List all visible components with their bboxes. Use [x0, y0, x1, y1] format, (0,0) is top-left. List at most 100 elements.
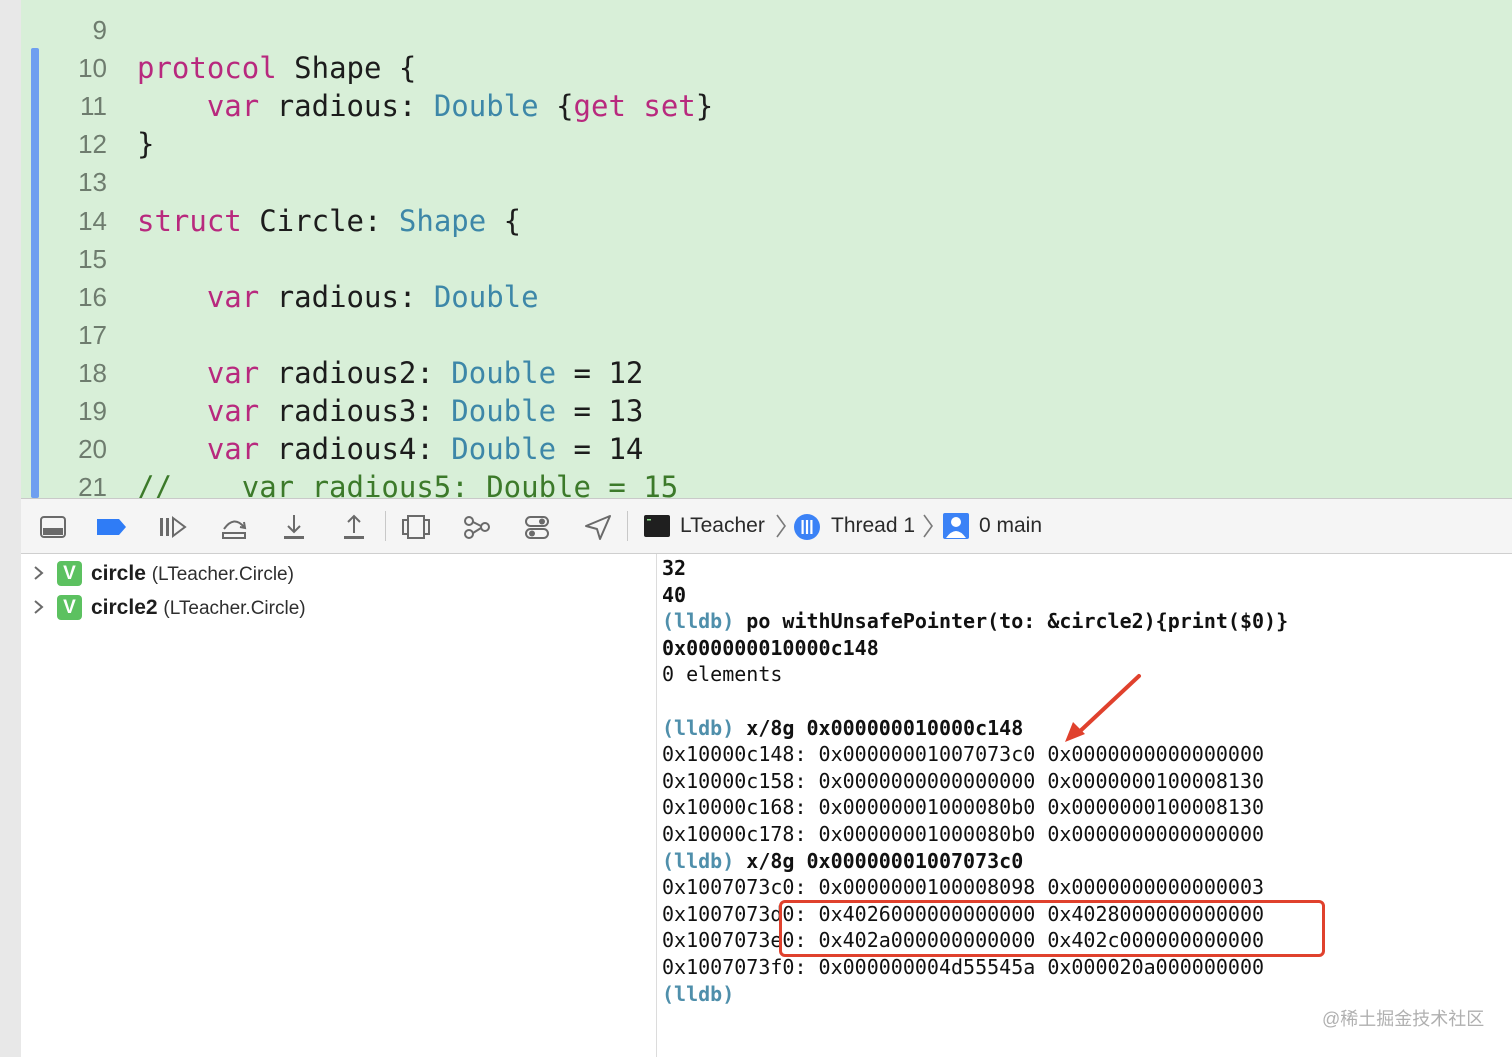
code-token: radious3:: [259, 394, 452, 428]
code-token: = 13: [556, 394, 644, 428]
code-token: [137, 89, 207, 123]
console-text: 0x1007073e0: 0x402a000000000000 0x402c00…: [662, 928, 1265, 953]
toolbar-separator: [385, 511, 386, 541]
type-token: Double: [451, 355, 557, 390]
code-line[interactable]: 12}: [21, 125, 1512, 163]
keyword-token: set: [643, 89, 696, 124]
console-line: 0x10000c178: 0x00000001000080b0 0x000000…: [662, 821, 1264, 848]
code-line[interactable]: 18 var radious2: Double = 12: [21, 354, 1512, 392]
step-into-icon[interactable]: [278, 511, 310, 543]
line-number: 20: [78, 434, 107, 465]
code-token: {: [486, 203, 522, 238]
line-number: 21: [78, 472, 107, 498]
code-line[interactable]: 11 var radious: Double {get set}: [21, 87, 1512, 125]
source-change-bar: [31, 48, 39, 498]
code-token: }: [695, 89, 714, 124]
annotation-highlight-box: [779, 900, 1325, 957]
code-line[interactable]: 16 var radious: Double: [21, 278, 1512, 316]
console-line: (lldb) po withUnsafePointer(to: &circle2…: [662, 608, 1288, 635]
keyword-token: struct: [137, 203, 242, 238]
memory-graph-icon[interactable]: [461, 511, 493, 543]
console-line: 0x10000c148: 0x00000001007073c0 0x000000…: [662, 741, 1264, 768]
watermark: @稀土掘金技术社区: [1322, 1009, 1485, 1029]
keyword-token: var: [206, 432, 260, 467]
console-line: 0x1007073f0: 0x000000004d55545a 0x000020…: [662, 954, 1264, 981]
code-text: var radious4: Double = 14: [137, 430, 644, 468]
stack-frame-user-icon: [943, 513, 969, 539]
code-line[interactable]: 17: [21, 316, 1512, 354]
console-text: po withUnsafePointer(to: &circle2){print…: [734, 609, 1289, 634]
variable-type: (LTeacher.Circle): [163, 598, 306, 619]
breadcrumb-thread[interactable]: Thread 1: [831, 514, 916, 537]
code-line[interactable]: 21// var radious5: Double = 15: [21, 468, 1512, 498]
breadcrumb-frame[interactable]: 0 main: [979, 514, 1043, 537]
code-token: radious4:: [259, 432, 452, 467]
code-token: [137, 280, 207, 314]
window-left-edge: [0, 0, 21, 1057]
type-token: Double: [451, 394, 557, 428]
type-token: Double: [451, 432, 557, 467]
line-number: 14: [78, 205, 107, 236]
hide-debug-area-icon[interactable]: [37, 511, 69, 543]
variable-row[interactable]: V circle2 (LTeacher.Circle): [21, 591, 657, 623]
line-number: 16: [78, 281, 107, 312]
line-number: 13: [78, 167, 107, 198]
keyword-token: var: [206, 355, 260, 390]
code-line[interactable]: 13: [21, 163, 1512, 201]
console-text: x/8g 0x00000001007073c0: [734, 848, 1024, 873]
disclosure-triangle-icon[interactable]: [31, 598, 45, 616]
console-text: 0x10000c158: 0x0000000000000000 0x000000…: [662, 768, 1265, 793]
code-line[interactable]: 15: [21, 240, 1512, 278]
lldb-prompt: (lldb): [662, 981, 735, 1006]
line-number: 9: [92, 15, 107, 45]
disclosure-triangle-icon[interactable]: [31, 564, 45, 582]
keyword-token: protocol: [137, 51, 277, 86]
code-line[interactable]: 19 var radious3: Double = 13: [21, 392, 1512, 430]
console-line: 0x000000010000c148: [662, 635, 879, 662]
toolbar-separator: [627, 511, 628, 541]
console-text: 0x10000c178: 0x00000001000080b0 0x000000…: [662, 822, 1265, 846]
environment-overrides-icon[interactable]: [521, 511, 553, 543]
variable-name: circle2 (LTeacher.Circle): [91, 596, 306, 619]
continue-icon[interactable]: [156, 511, 188, 543]
code-token: Shape {: [276, 51, 417, 86]
console-line: 0x10000c168: 0x00000001000080b0 0x000000…: [662, 794, 1264, 821]
type-token: Double: [433, 279, 539, 314]
console-line: 0x1007073c0: 0x0000000100008098 0x000000…: [662, 874, 1264, 901]
thread-icon: [794, 514, 820, 540]
view-hierarchy-icon[interactable]: [400, 511, 432, 543]
line-number: 18: [78, 357, 107, 388]
breadcrumb-process[interactable]: LTeacher: [680, 514, 765, 537]
step-over-icon[interactable]: [218, 511, 250, 543]
keyword-token: var: [206, 394, 260, 428]
code-token: [137, 432, 207, 466]
console-text: 0x000000010000c148: [662, 635, 879, 660]
code-token: [137, 356, 207, 390]
lldb-prompt: (lldb): [662, 848, 735, 873]
code-token: [137, 394, 207, 428]
step-out-icon[interactable]: [338, 511, 370, 543]
code-token: {: [538, 89, 574, 124]
variable-row[interactable]: V circle (LTeacher.Circle): [21, 557, 657, 589]
console-text: 0x10000c148: 0x00000001007073c0 0x000000…: [662, 742, 1265, 767]
code-token: }: [137, 127, 155, 162]
keyword-token: var: [206, 279, 260, 314]
lldb-prompt: (lldb): [662, 609, 735, 634]
keyword-token: var: [206, 89, 260, 124]
code-line[interactable]: 20 var radious4: Double = 14: [21, 430, 1512, 468]
debug-toolbar: LTeacher Thread 1 0 main: [21, 498, 1512, 554]
console-line: 0x10000c158: 0x0000000000000000 0x000000…: [662, 768, 1264, 795]
console-line: (lldb) x/8g 0x00000001007073c0: [662, 848, 1023, 875]
variable-name: circle (LTeacher.Circle): [91, 562, 294, 585]
console-text: 32: [662, 556, 687, 580]
console-text: 0x1007073f0: 0x000000004d55545a 0x000020…: [662, 955, 1265, 979]
breakpoint-toggle-icon[interactable]: [95, 511, 127, 543]
code-text: var radious3: Double = 13: [137, 392, 644, 430]
code-line[interactable]: 9: [21, 11, 1512, 49]
simulate-location-icon[interactable]: [582, 511, 614, 543]
code-text: var radious2: Double = 12: [137, 354, 644, 392]
